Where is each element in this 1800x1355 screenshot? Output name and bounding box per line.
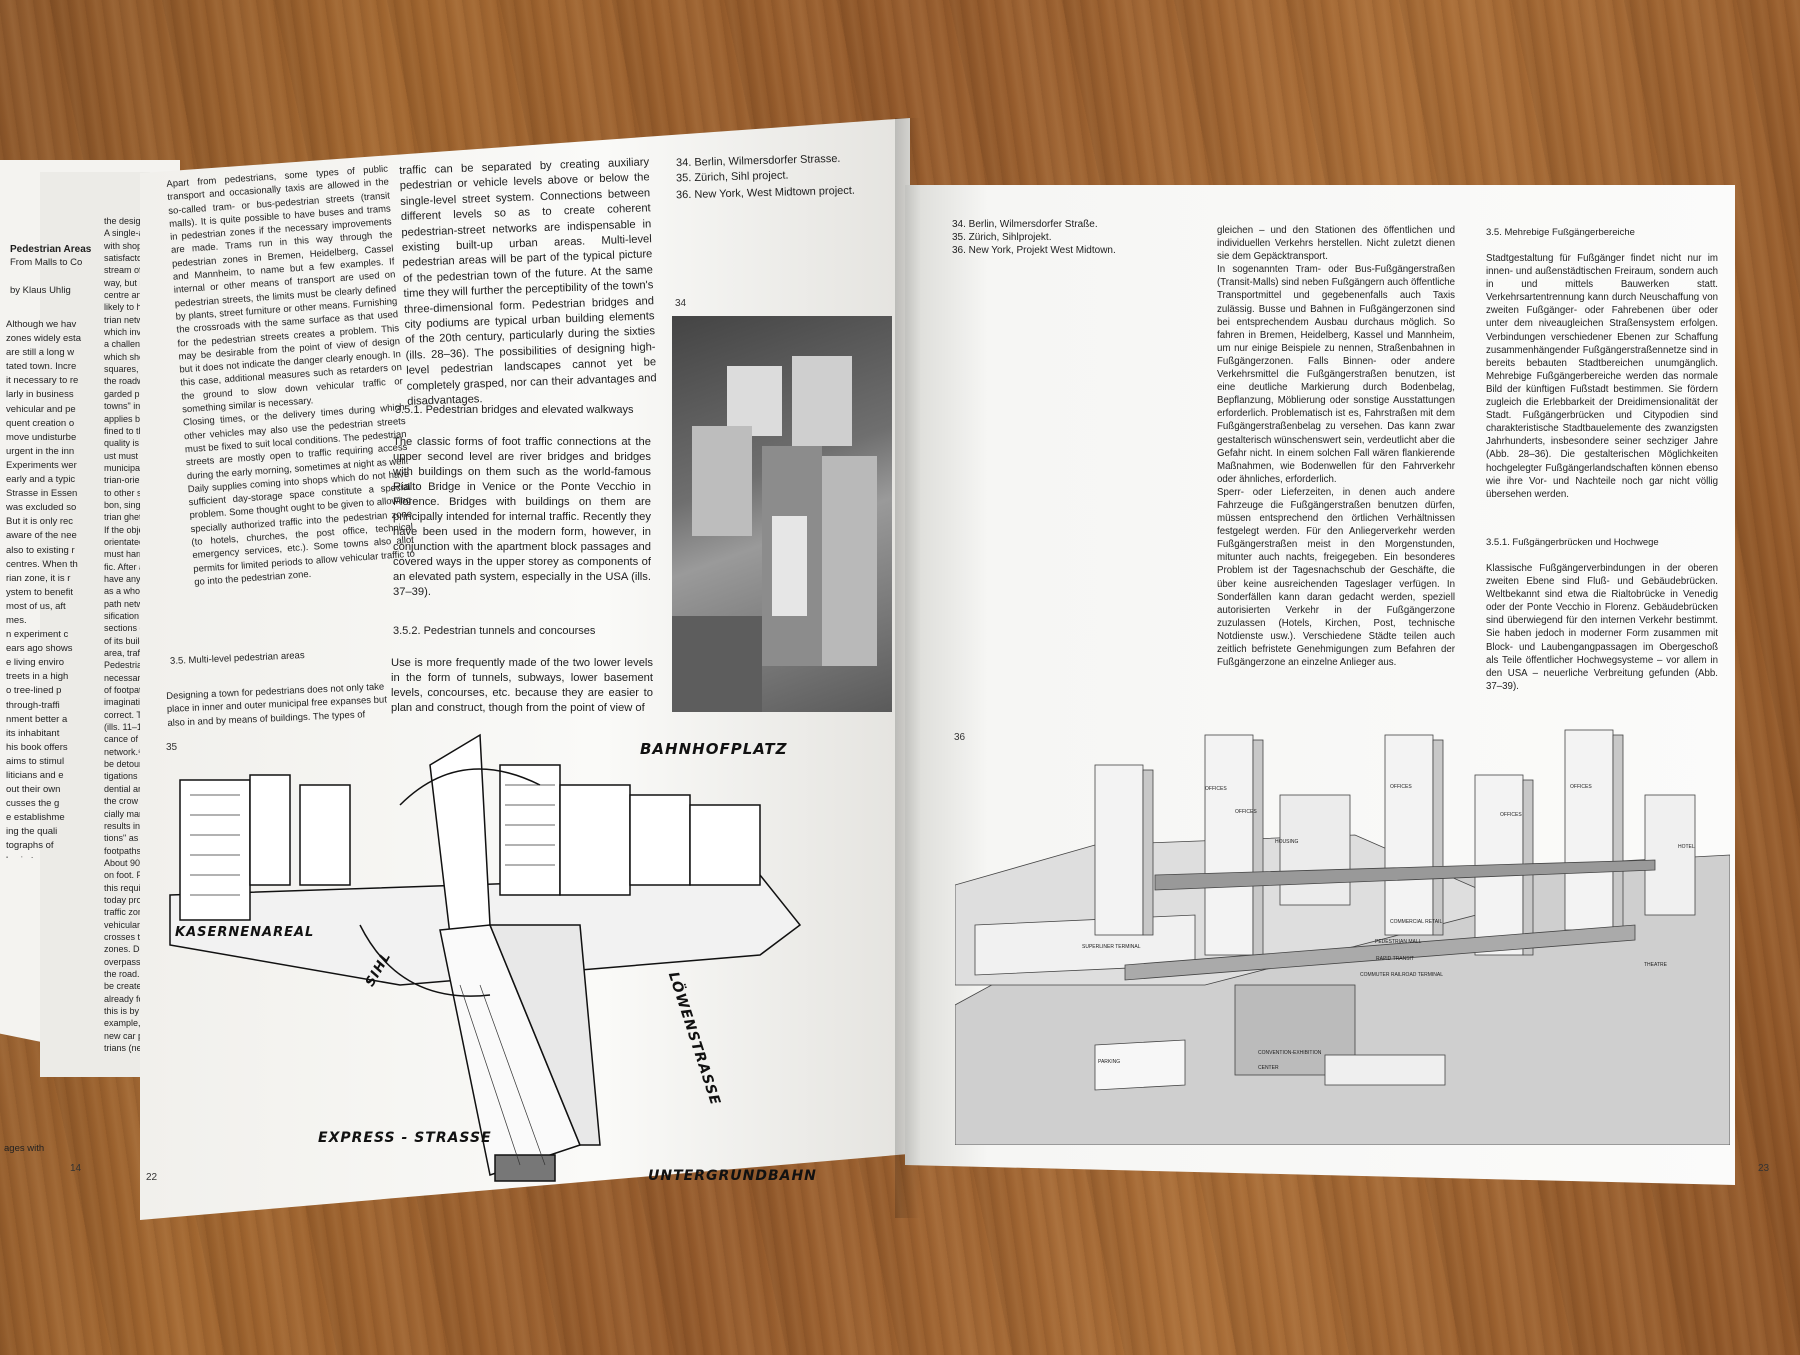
label-rapid-transit: RAPID TRANSIT	[1376, 956, 1414, 962]
left-caption-35: 35. Zürich, Sihl project.	[675, 169, 789, 185]
back-page-col1: Although we hav zones widely esta are st…	[6, 319, 81, 858]
left-col2c-text: Use is more frequently made of the two l…	[391, 657, 653, 714]
right-col1-text: gleichen – und den Stationen des öffentl…	[1217, 225, 1455, 669]
back-page-number: 14	[70, 1163, 82, 1174]
label-housing: HOUSING	[1275, 839, 1299, 845]
back-page-author: by Klaus Uhlig	[10, 285, 71, 296]
label-express-strasse: EXPRESS - STRASSE	[318, 1130, 492, 1146]
back-page-footer: ages with	[4, 1143, 45, 1154]
drawing-35-sihl-project	[169, 733, 802, 1182]
right-caption-36: 36. New York, Projekt West Midtown.	[952, 245, 1116, 256]
label-convention-center: CONVENTION-EXHIBITION CENTER	[1258, 1050, 1322, 1071]
left-col2b-text: The classic forms of foot traffic connec…	[393, 436, 651, 598]
back-page-title: Pedestrian Areas	[10, 244, 92, 255]
label-theatre: THEATRE	[1644, 962, 1667, 968]
label-bahnhofplatz: BAHNHOFPLATZ	[640, 740, 788, 758]
drawing-35-number: 35	[166, 742, 178, 753]
right-section-3-5-heading: 3.5. Mehrebige Fußgängerbereiche	[1486, 227, 1635, 238]
label-commercial-retail: COMMERCIAL RETAIL	[1390, 919, 1443, 925]
right-col2-text: Stadtgestaltung für Fußgänger findet nic…	[1486, 253, 1718, 500]
label-offices-1: OFFICES	[1235, 809, 1257, 815]
label-offices-2: OFFICES	[1205, 786, 1227, 792]
back-page-subtitle: From Malls to Co	[10, 257, 83, 268]
photo-34-number: 34	[675, 298, 687, 309]
label-offices-3: OFFICES	[1390, 784, 1412, 790]
right-section-3-5-1-heading: 3.5.1. Fußgängerbrücken und Hochwege	[1486, 537, 1659, 548]
section-3-5-2-heading: 3.5.2. Pedestrian tunnels and concourses	[393, 625, 596, 637]
right-caption-35: 35. Zürich, Sihlprojekt.	[952, 232, 1052, 243]
right-caption-34: 34. Berlin, Wilmersdorfer Straße.	[952, 219, 1098, 230]
book-gutter-shadow	[895, 118, 921, 1218]
label-offices-4: OFFICES	[1500, 812, 1522, 818]
label-untergrundbahn: UNTERGRUNDBAHN	[648, 1168, 817, 1184]
label-pedestrian-mall: PEDESTRIAN MALL	[1375, 939, 1422, 945]
drawing-36-number: 36	[954, 732, 966, 743]
drawing-36-west-midtown	[955, 729, 1730, 1145]
right-col2b-text: Klassische Fußgängerverbindungen in der …	[1486, 563, 1718, 692]
left-page-number: 22	[146, 1172, 158, 1183]
left-col1-text: Apart from pedestrians, some types of pu…	[166, 163, 416, 588]
section-3-5-1-heading: 3.5.1. Pedestrian bridges and elevated w…	[395, 404, 634, 416]
right-page-number: 23	[1758, 1163, 1770, 1174]
label-hotel: HOTEL	[1678, 844, 1695, 850]
left-col2-text: traffic can be separated by creating aux…	[399, 156, 657, 408]
label-commuter-terminal: COMMUTER RAILROAD TERMINAL	[1360, 972, 1443, 978]
left-back-page-shadow	[40, 172, 150, 1077]
label-kasernenareal: KASERNENAREAL	[175, 925, 315, 940]
photo-34-aerial-model	[672, 316, 892, 712]
label-parking: PARKING	[1098, 1059, 1121, 1065]
label-superliner-terminal: SUPERLINER TERMINAL	[1082, 944, 1141, 950]
label-offices-5: OFFICES	[1570, 784, 1592, 790]
back-page-col2: the design i A single-axi with shoppi sa…	[104, 216, 160, 1054]
